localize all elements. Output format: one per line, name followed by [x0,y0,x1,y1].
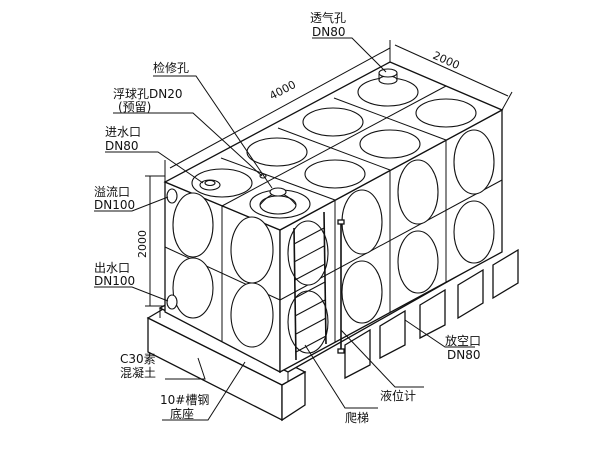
labels: 透气孔 DN80 检修孔 浮球孔DN20 (预留) 进水口 DN80 溢流口 D… [94,10,481,425]
label-vent-size: DN80 [312,25,346,39]
manhole-cover [259,187,297,215]
label-concrete-1: C30素 [120,352,156,366]
tank-body [163,61,504,374]
inlet-pipe [199,179,221,191]
label-ladder: 爬梯 [345,411,369,425]
dim-length: 4000 [267,78,298,103]
ladder [293,211,327,361]
concrete-base [146,248,519,422]
label-outlet-size: DN100 [94,274,135,288]
label-inlet-size: DN80 [105,139,139,153]
label-float-note: (预留) [118,100,151,114]
label-level-gauge: 液位计 [380,388,416,403]
label-overflow: 溢流口 [94,185,130,199]
dimension-lines [145,40,513,307]
label-outlet: 出水口 [94,261,130,275]
dim-height: 2000 [136,230,149,258]
label-manhole: 检修孔 [153,60,189,75]
vent-pipe [378,68,398,85]
label-drain-size: DN80 [447,348,481,362]
label-steel-2: 底座 [170,406,194,421]
label-inlet: 进水口 [105,125,141,139]
label-overflow-size: DN100 [94,198,135,212]
leader-lines [94,37,475,421]
label-steel-1: 10#槽钢 [160,393,209,407]
label-float-hole: 浮球孔DN20 [113,87,183,101]
label-drain: 放空口 [445,333,481,348]
nozzles [166,188,178,310]
label-vent: 透气孔 [310,10,346,25]
label-concrete-2: 混凝土 [120,365,156,380]
